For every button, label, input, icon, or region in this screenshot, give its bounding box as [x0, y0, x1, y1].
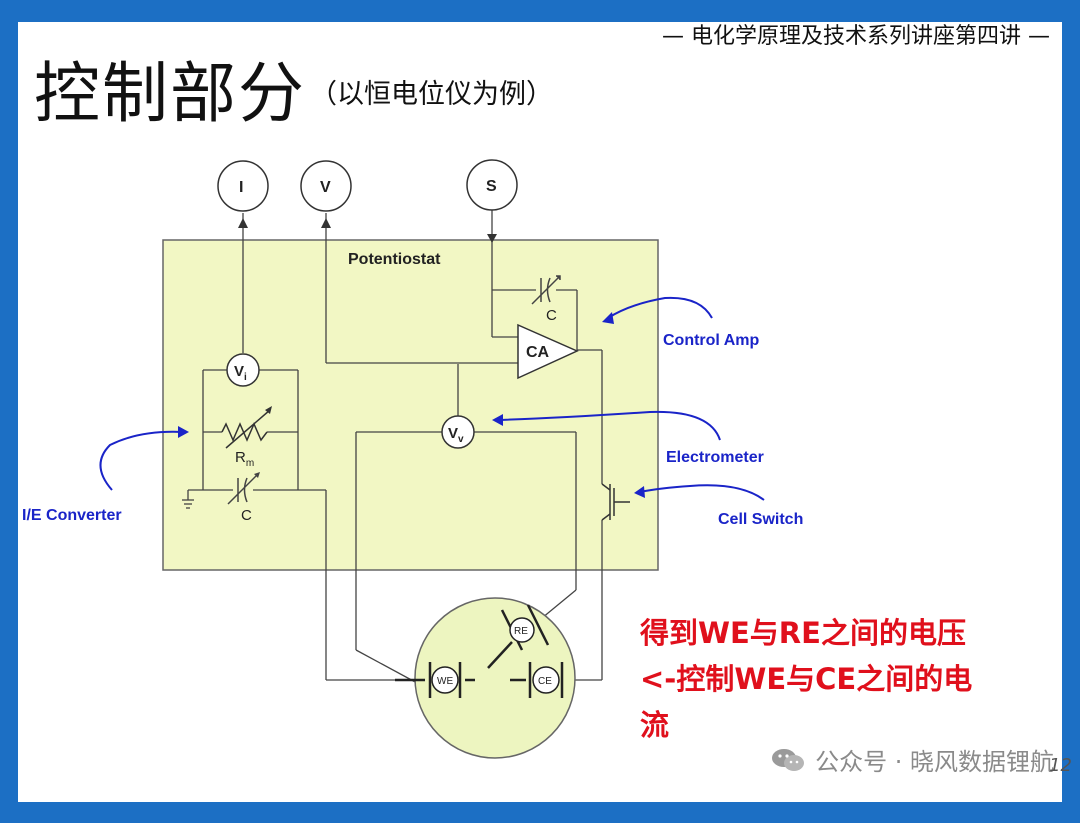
note-line-2: <-控制WE与CE之间的电 — [640, 662, 973, 696]
arrow-cell-switch — [634, 486, 645, 498]
watermark: 公众号 · 晓风数据锂航 — [771, 742, 1054, 777]
callout-cell-switch: Cell Switch — [718, 511, 803, 528]
capacitor-bottom — [227, 473, 259, 505]
vv-subscript: v — [458, 434, 464, 445]
voltage-meter: V — [300, 160, 352, 212]
cell-switch-transistor — [601, 483, 630, 521]
slide-subtitle: （以恒电位仪为例） — [310, 79, 553, 110]
callout-electrometer: Electrometer — [666, 449, 764, 466]
vi-subscript: i — [244, 372, 247, 383]
current-meter-label: I — [239, 179, 243, 196]
wechat-icon — [772, 748, 805, 771]
switch-meter: S — [466, 159, 518, 211]
current-meter: I — [217, 160, 269, 212]
explanation-note: 得到WE与RE之间的电压 <-控制WE与CE之间的电 流 — [640, 610, 1000, 748]
callout-control-amp: Control Amp — [663, 332, 760, 349]
re-electrode — [509, 617, 535, 643]
electrochemical-cell — [414, 597, 576, 759]
cap-top-label: C — [546, 307, 557, 324]
svg-text:Vv: Vv — [448, 425, 464, 445]
amp-label: CA — [526, 344, 550, 361]
we-label: WE — [437, 676, 453, 687]
variable-resistor — [221, 409, 271, 449]
slide-title: 控制部分 — [34, 55, 306, 132]
voltage-meter-label: V — [320, 179, 331, 196]
ce-label: CE — [538, 676, 552, 687]
watermark-text: 公众号 · 晓风数据锂航 — [815, 748, 1054, 776]
vv-label: V — [448, 425, 458, 442]
note-line-1: 得到WE与RE之间的电压 — [640, 616, 966, 650]
vi-meter: Vi — [226, 353, 260, 387]
re-label: RE — [514, 626, 528, 637]
callout-ie-converter: I/E Converter — [22, 507, 122, 524]
page-number: 12 — [1049, 755, 1072, 776]
control-amplifier — [517, 323, 579, 380]
potentiostat-label: Potentiostat — [348, 251, 441, 268]
vi-label: V — [234, 363, 244, 380]
series-label: — 电化学原理及技术系列讲座第四讲 — — [662, 24, 1050, 49]
svg-text:Vi: Vi — [234, 363, 247, 383]
switch-meter-label: S — [486, 178, 497, 195]
we-electrode — [431, 666, 459, 694]
note-line-3: 流 — [640, 708, 670, 742]
arrow-ie-converter — [178, 426, 189, 438]
arrow-control-amp — [602, 312, 614, 324]
rm-label: R — [235, 449, 246, 466]
ce-electrode — [532, 666, 560, 694]
potentiostat-box — [162, 239, 659, 571]
svg-text:Rm: Rm — [235, 449, 254, 469]
vv-meter: Vv — [441, 415, 475, 449]
rm-subscript: m — [246, 458, 254, 469]
arrow-electrometer — [492, 414, 503, 426]
cap-bottom-label: C — [241, 507, 252, 524]
